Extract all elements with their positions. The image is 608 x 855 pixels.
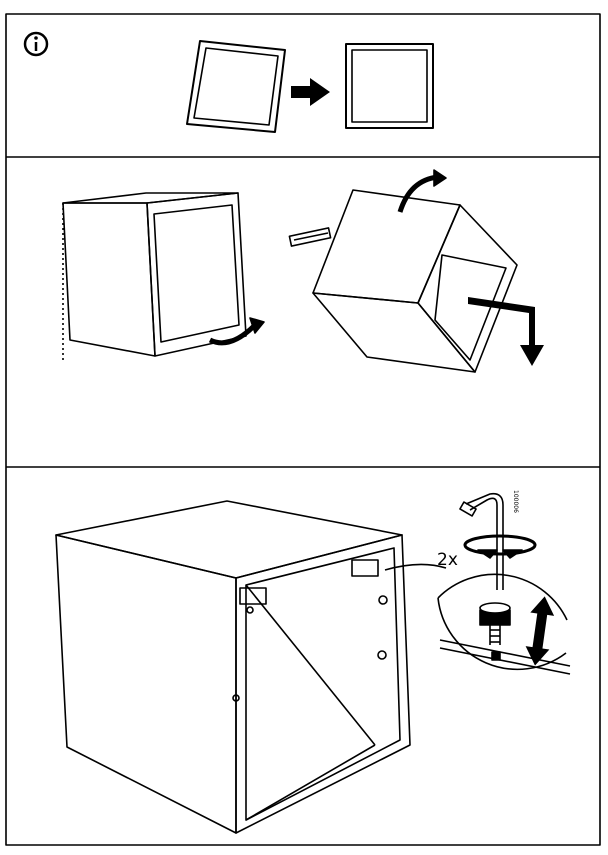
- square-frame-illustration: [345, 43, 434, 129]
- allen-key-icon: [459, 492, 537, 590]
- cube-tipping-illustration: [288, 169, 544, 373]
- hinge-part: [288, 227, 332, 247]
- up-down-arrow-icon: [525, 596, 555, 666]
- arrow-right-icon: [291, 78, 330, 106]
- detail-callout: [437, 573, 571, 675]
- part-number: 100006: [512, 490, 519, 513]
- quantity-label: 2x: [437, 550, 458, 570]
- cube-back-view-illustration: [55, 500, 411, 834]
- skewed-frame-illustration: [186, 40, 286, 133]
- callout-line: [384, 563, 447, 571]
- info-icon: [23, 31, 49, 57]
- cube-upright-illustration: [62, 192, 265, 360]
- page-border: [5, 13, 601, 846]
